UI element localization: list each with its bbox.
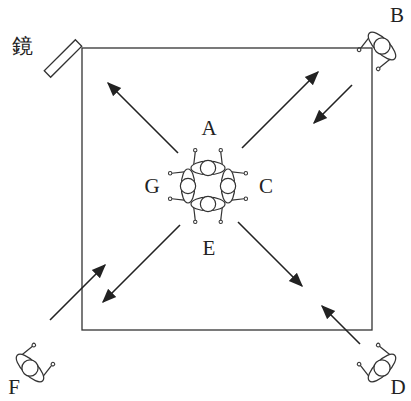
person-label: C — [259, 176, 273, 197]
people — [12, 28, 401, 387]
person-label: E — [203, 238, 216, 259]
person-label: A — [201, 118, 216, 139]
person-label: F — [8, 377, 20, 398]
person-label: B — [390, 5, 404, 26]
mirror-label: 鏡 — [12, 36, 33, 57]
mirror — [44, 40, 81, 77]
room-outline — [82, 48, 372, 330]
arrows — [50, 72, 360, 344]
person-label: D — [390, 377, 405, 398]
person-label: G — [144, 176, 159, 197]
